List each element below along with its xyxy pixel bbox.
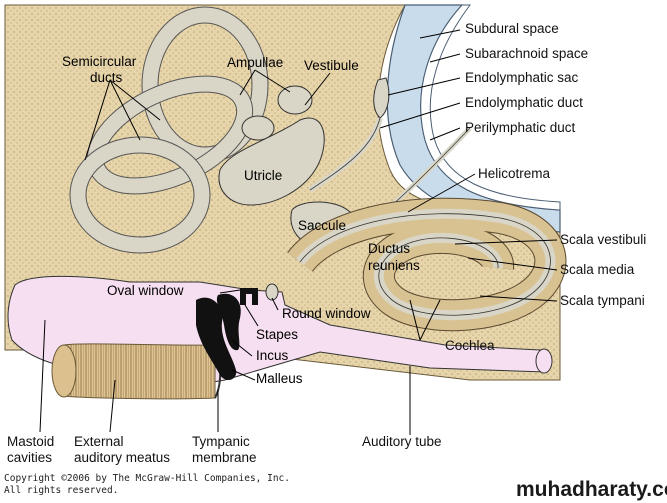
external-auditory-meatus <box>51 343 216 400</box>
label-ductus-reuniens-line2: reuniens <box>368 258 420 273</box>
auditory-tube-opening <box>535 348 553 374</box>
label-round-window: Round window <box>282 306 371 321</box>
round-window-shape <box>265 283 279 301</box>
leader-lines <box>39 29 558 435</box>
label-scala-vestibuli: Scala vestibuli <box>560 232 646 247</box>
label-subarachnoid-space: Subarachnoid space <box>465 46 588 61</box>
label-ampullae: Ampullae <box>227 55 283 70</box>
label-endolymphatic-duct: Endolymphatic duct <box>465 95 583 110</box>
stapes-bone <box>240 288 258 305</box>
cochlea <box>287 197 567 332</box>
label-helicotrema: Helicotrema <box>478 166 551 181</box>
label-external-auditory-meatus-line2: auditory meatus <box>74 450 170 465</box>
label-utricle: Utricle <box>244 168 282 183</box>
label-scala-media: Scala media <box>560 262 635 277</box>
ampulla-1 <box>277 85 313 115</box>
subarachnoid-layer <box>420 4 561 211</box>
watermark-text: muhadharaty.com <box>516 478 667 501</box>
label-perilymphatic-duct: Perilymphatic duct <box>465 120 576 135</box>
label-stapes: Stapes <box>256 327 298 342</box>
malleus-bone <box>196 297 237 381</box>
label-oval-window: Oval window <box>107 283 184 298</box>
label-endolymphatic-sac: Endolymphatic sac <box>465 70 579 85</box>
label-external-auditory-meatus-line1: External <box>74 434 124 449</box>
label-mastoid-cavities-line1: Mastoid <box>7 434 54 449</box>
incus-bone <box>216 293 241 351</box>
semicircular-ducts <box>69 6 269 254</box>
label-subdural-space: Subdural space <box>465 21 559 36</box>
label-ductus-reuniens-line1: Ductus <box>368 241 410 256</box>
copyright-line1: Copyright ©2006 by The McGraw-Hill Compa… <box>4 473 290 484</box>
label-semicircular-ducts-line1: Semicircular <box>62 54 137 69</box>
labels: Subdural space Subarachnoid space Endoly… <box>7 21 646 465</box>
label-auditory-tube: Auditory tube <box>362 434 442 449</box>
label-cochlea: Cochlea <box>445 338 495 353</box>
label-incus: Incus <box>256 348 289 363</box>
label-mastoid-cavities-line2: cavities <box>7 450 52 465</box>
ampulla-2 <box>241 115 275 141</box>
ossicles <box>196 288 258 381</box>
label-tympanic-membrane-line2: membrane <box>192 450 257 465</box>
label-tympanic-membrane-line1: Tympanic <box>192 434 250 449</box>
label-vestibule: Vestibule <box>304 58 359 73</box>
label-semicircular-ducts-line2: ducts <box>90 70 123 85</box>
copyright-line2: All rights reserved. <box>4 485 118 496</box>
label-scala-tympani: Scala tympani <box>560 293 645 308</box>
label-saccule: Saccule <box>298 218 346 233</box>
label-malleus: Malleus <box>256 371 303 386</box>
utricle <box>218 117 325 206</box>
endolymphatic-sac <box>373 77 390 119</box>
